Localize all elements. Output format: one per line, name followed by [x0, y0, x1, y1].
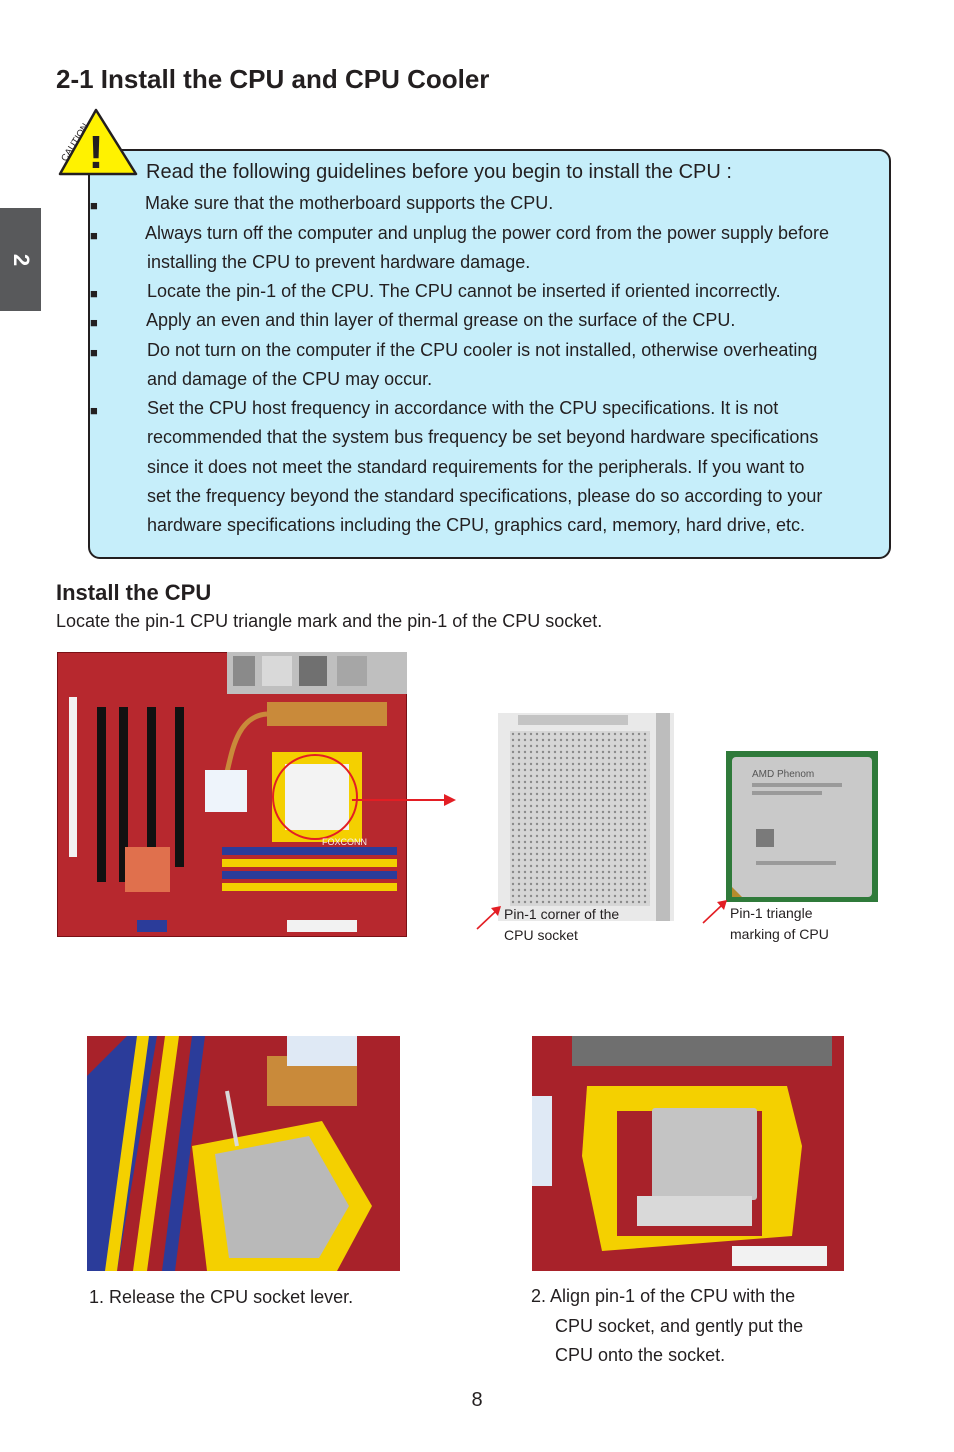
caution-line: Do not turn on the computer if the CPU c…: [147, 340, 818, 360]
cpu-pin1-label: Pin-1 triangle marking of CPU: [730, 903, 829, 945]
step1-caption: 1. Release the CPU socket lever.: [89, 1287, 354, 1307]
bullet-glyph: ■: [90, 198, 98, 213]
bullet-glyph: ■: [90, 228, 98, 243]
cpu-photo: AMD Phenom: [726, 751, 878, 902]
label-line: Pin-1 triangle: [730, 905, 813, 921]
caution-line: Make sure that the motherboard supports …: [145, 193, 554, 213]
caution-line: Always turn off the computer and unplug …: [145, 223, 830, 243]
place-cpu-photo: [532, 1036, 844, 1271]
caution-icon: ! CAUTION: [58, 108, 138, 178]
section-heading: Install the CPU: [56, 580, 212, 605]
pin1-socket-arrow-icon: [476, 906, 501, 930]
step2-caption-line2: CPU socket, and gently put the: [555, 1316, 804, 1336]
chapter-tab: 2: [0, 208, 41, 311]
chapter-number: 2: [8, 253, 34, 266]
cpu-socket-photo: [498, 713, 674, 921]
caution-box: [88, 149, 891, 559]
label-line: marking of CPU: [730, 926, 829, 942]
caution-lead: Read the following guidelines before you…: [146, 161, 732, 183]
motherboard-photo: FOXCONN: [57, 652, 407, 937]
caution-line: Locate the pin-1 of the CPU. The CPU can…: [147, 281, 781, 301]
caution-line: since it does not meet the standard requ…: [147, 457, 805, 477]
board-brand: FOXCONN: [322, 837, 367, 847]
caution-line: Set the CPU host frequency in accordance…: [147, 398, 779, 418]
socket-pin1-label: Pin-1 corner of the CPU socket: [504, 904, 619, 946]
page-number: 8: [471, 1389, 483, 1411]
label-line: Pin-1 corner of the: [504, 906, 620, 922]
page-title: 2-1 Install the CPU and CPU Cooler: [56, 64, 490, 94]
bullet-glyph: ■: [90, 286, 98, 301]
caution-mark: !: [88, 126, 103, 178]
bullet-glyph: ■: [90, 315, 98, 330]
section-description: Locate the pin-1 CPU triangle mark and t…: [56, 611, 603, 631]
pin1-cpu-arrow-icon: [702, 900, 727, 924]
step2-caption-line1: 2. Align pin-1 of the CPU with the: [531, 1286, 796, 1306]
step2-caption-line3: CPU onto the socket.: [555, 1345, 726, 1365]
caution-line: set the frequency beyond the standard sp…: [147, 486, 823, 506]
bullet-glyph: ■: [90, 345, 98, 360]
release-lever-photo: [87, 1036, 400, 1271]
pointer-arrow-icon: [352, 794, 456, 806]
bullet-glyph: ■: [90, 403, 98, 418]
caution-line: hardware specifications including the CP…: [147, 515, 805, 535]
caution-line: Apply an even and thin layer of thermal …: [146, 310, 736, 330]
caution-line: recommended that the system bus frequenc…: [147, 427, 819, 447]
caution-line: installing the CPU to prevent hardware d…: [147, 252, 531, 272]
caution-line: and damage of the CPU may occur.: [147, 369, 433, 389]
label-line: CPU socket: [504, 927, 578, 943]
cpu-brand-text: AMD Phenom: [752, 769, 814, 780]
